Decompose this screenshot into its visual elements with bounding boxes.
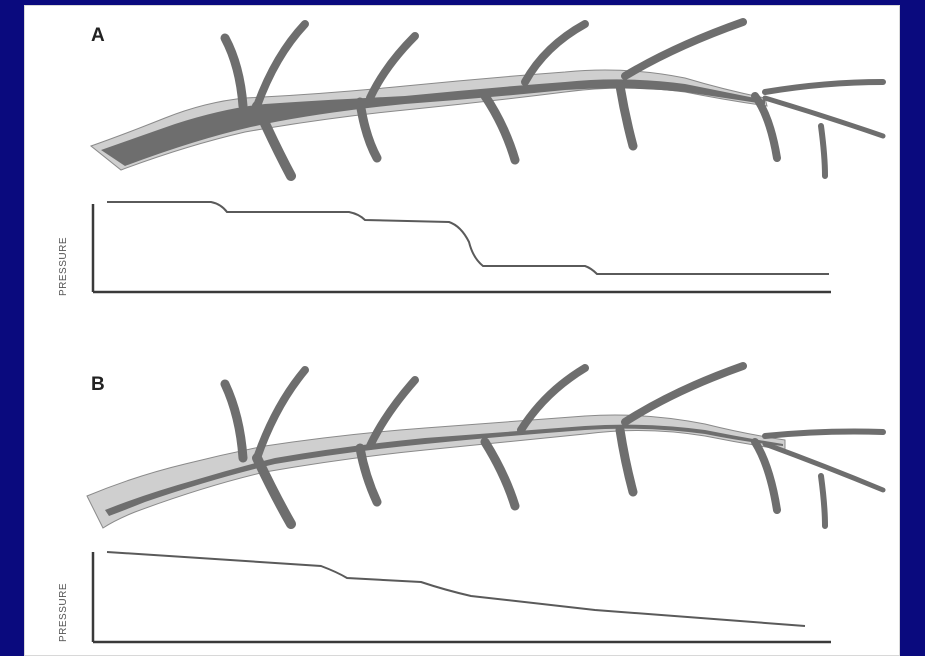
panel-a-pressure-axis-label: PRESSURE bbox=[58, 237, 69, 296]
panel-a-label: A bbox=[91, 25, 105, 47]
vessel-a bbox=[91, 22, 883, 176]
vessel-b bbox=[87, 366, 883, 528]
pressure-curve-a bbox=[107, 202, 829, 274]
pressure-graph-a bbox=[93, 202, 831, 292]
figure-svg bbox=[25, 6, 900, 656]
panel-b-pressure-axis-label: PRESSURE bbox=[58, 583, 69, 642]
panel-b-label: B bbox=[91, 374, 105, 396]
figure-panel: A B PRESSURE PRESSURE bbox=[24, 5, 900, 656]
pressure-curve-b bbox=[107, 552, 805, 626]
pressure-graph-b bbox=[93, 552, 831, 642]
vessel-b-wall bbox=[87, 415, 785, 528]
